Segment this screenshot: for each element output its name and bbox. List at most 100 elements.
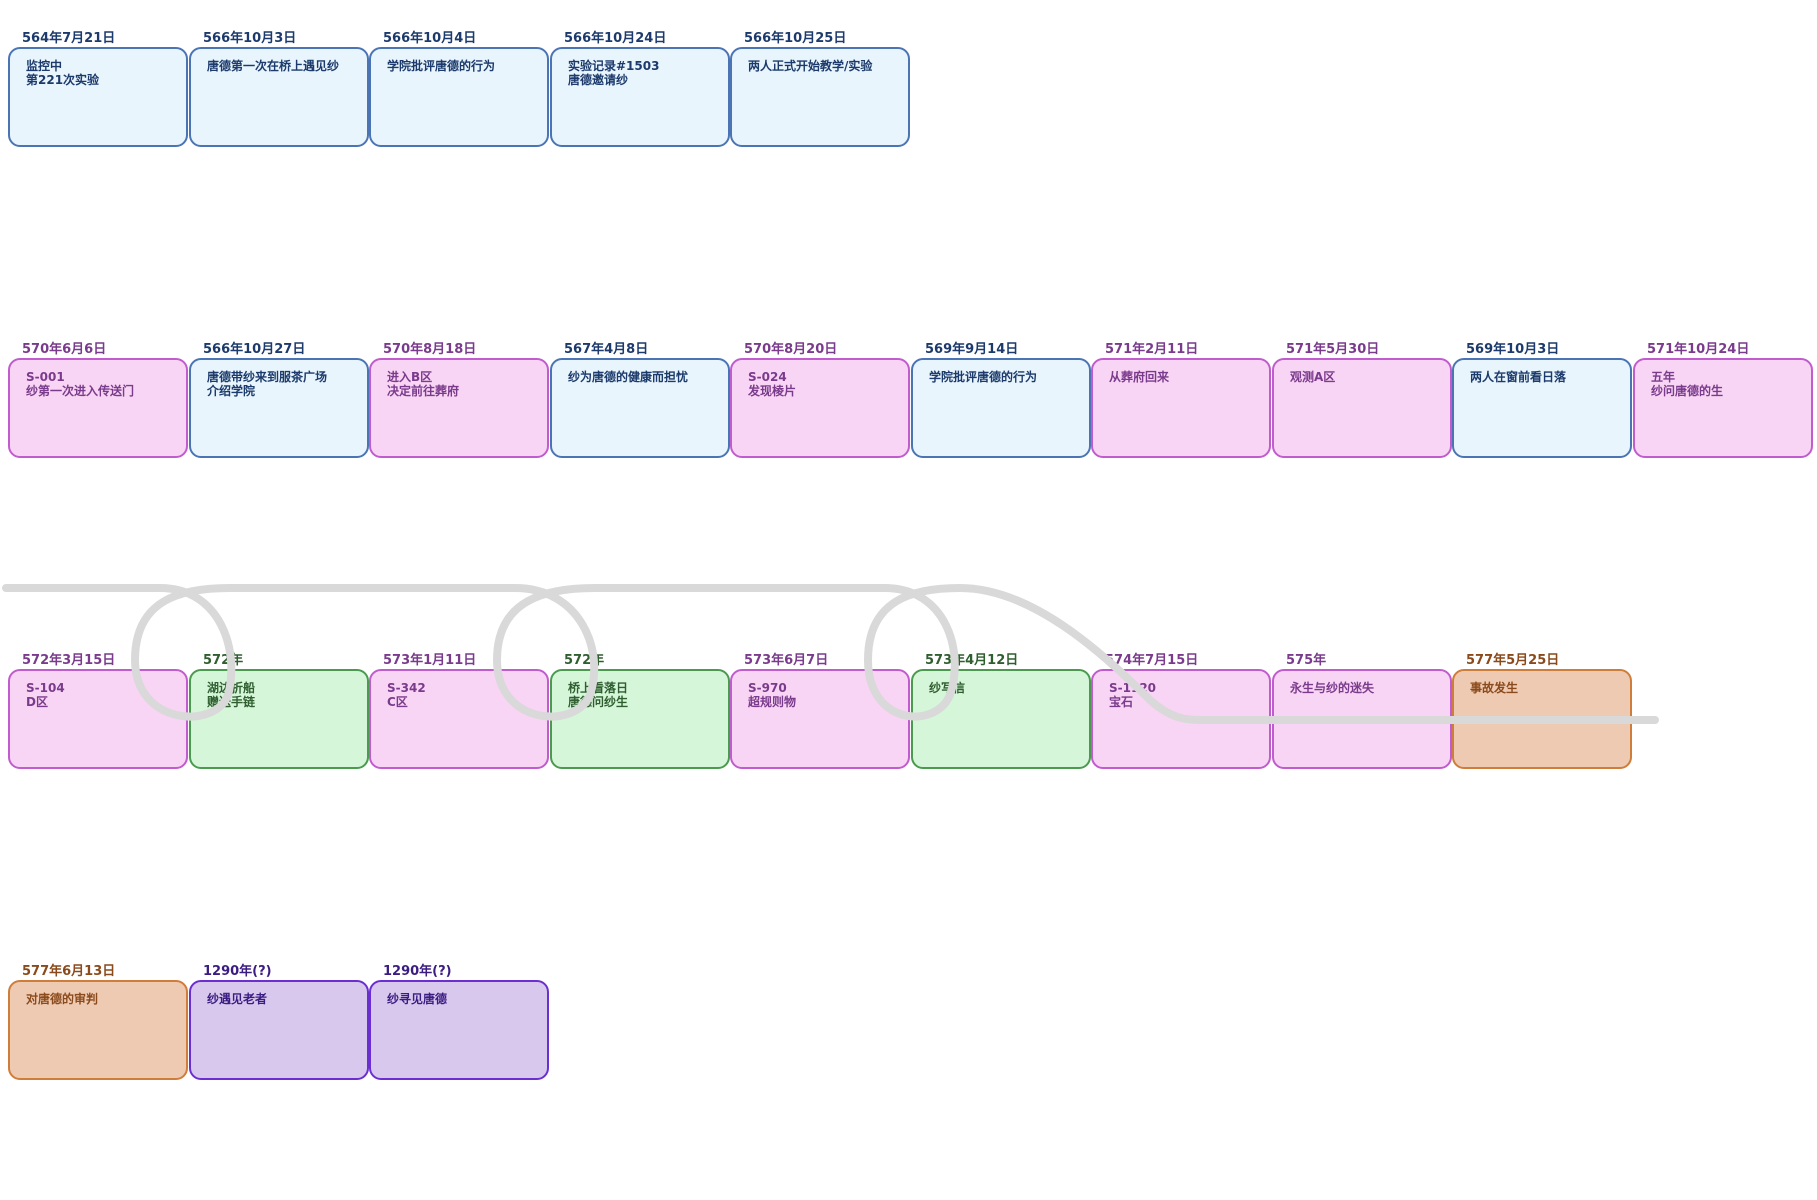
timeline-card[interactable]: 570年8月20日 S-024 发现棱片 [730, 342, 910, 458]
card-date: 571年5月30日 [1286, 342, 1380, 357]
card-text: 事故发生 [1470, 681, 1519, 695]
card-text: 进入B区 决定前往葬府 [387, 370, 460, 398]
card-date: 567年4月8日 [564, 342, 649, 357]
card-box[interactable]: 对唐德的审判 [8, 980, 188, 1080]
timeline-card[interactable]: 567年4月8日纱为唐德的健康而担忧 [550, 342, 730, 458]
card-text: 桥上看落日 唐德问纱生 [568, 681, 629, 709]
card-date: 566年10月25日 [744, 31, 847, 46]
timeline-card[interactable]: 566年10月3日唐德第一次在桥上遇见纱 [189, 31, 369, 147]
card-box[interactable]: 进入B区 决定前往葬府 [369, 358, 549, 458]
card-text: 学院批评唐德的行为 [387, 59, 496, 73]
card-box[interactable]: 纱遇见老者 [189, 980, 369, 1080]
card-date: 1290年(?) [383, 964, 452, 979]
card-text: 对唐德的审判 [26, 992, 99, 1006]
timeline-card[interactable]: 577年6月13日对唐德的审判 [8, 964, 188, 1080]
card-date: 571年10月24日 [1647, 342, 1750, 357]
card-box[interactable]: S-104 D区 [8, 669, 188, 769]
card-date: 571年2月11日 [1105, 342, 1199, 357]
card-date: 577年5月25日 [1466, 653, 1560, 668]
card-text: S-001 纱第一次进入传送门 [26, 370, 135, 398]
card-date: 573年6月7日 [744, 653, 829, 668]
card-box[interactable]: 两人正式开始教学/实验 [730, 47, 910, 147]
card-box[interactable]: 事故发生 [1452, 669, 1632, 769]
card-text: 两人在窗前看日落 [1470, 370, 1567, 384]
card-box[interactable]: S-342 C区 [369, 669, 549, 769]
timeline-card[interactable]: 566年10月27日唐德带纱来到服茶广场 介绍学院 [189, 342, 369, 458]
timeline-card[interactable]: 1290年(?) 纱寻见唐德 [369, 964, 549, 1080]
timeline-card[interactable]: 566年10月4日学院批评唐德的行为 [369, 31, 549, 147]
timeline-card[interactable]: 569年10月3日两人在窗前看日落 [1452, 342, 1632, 458]
timeline-card[interactable]: 575年永生与纱的迷失 [1272, 653, 1452, 769]
timeline-card[interactable]: 570年8月18日进入B区 决定前往葬府 [369, 342, 549, 458]
timeline-card[interactable]: 573年6月7日 S-970 超规则物 [730, 653, 910, 769]
card-box[interactable]: 纱为唐德的健康而担忧 [550, 358, 730, 458]
card-date: 570年6月6日 [22, 342, 107, 357]
card-date: 566年10月24日 [564, 31, 667, 46]
card-box[interactable]: 五年 纱问唐德的生 [1633, 358, 1813, 458]
card-text: 纱遇见老者 [207, 992, 268, 1006]
timeline-card[interactable]: 571年5月30日观测A区 [1272, 342, 1452, 458]
card-box[interactable]: 监控中 第221次实验 [8, 47, 188, 147]
card-box[interactable]: S-024 发现棱片 [730, 358, 910, 458]
timeline-card[interactable]: 566年10月25日两人正式开始教学/实验 [730, 31, 910, 147]
card-date: 572年 [203, 653, 244, 668]
card-box[interactable]: 实验记录#1503 唐德邀请纱 [550, 47, 730, 147]
card-box[interactable]: S-1120 宝石 [1091, 669, 1271, 769]
card-date: 572年 [564, 653, 605, 668]
timeline-card[interactable]: 1290年(?)纱遇见老者 [189, 964, 369, 1080]
card-text: S-970 超规则物 [748, 681, 797, 709]
card-box[interactable]: 纱寻见唐德 [369, 980, 549, 1080]
card-date: 570年8月20日 [744, 342, 838, 357]
timeline-card[interactable]: 577年5月25日事故发生 [1452, 653, 1632, 769]
card-box[interactable]: 纱写信 [911, 669, 1091, 769]
timeline-card[interactable]: 571年10月24日五年 纱问唐德的生 [1633, 342, 1813, 458]
timeline-card[interactable]: 564年7月21日监控中 第221次实验 [8, 31, 188, 147]
card-date: 569年9月14日 [925, 342, 1019, 357]
card-date: 566年10月27日 [203, 342, 306, 357]
card-box[interactable]: 唐德带纱来到服茶广场 介绍学院 [189, 358, 369, 458]
timeline-card[interactable]: 571年2月11日从葬府回来 [1091, 342, 1271, 458]
timeline-card[interactable]: 573年4月12日纱写信 [911, 653, 1091, 769]
card-date: 573年4月12日 [925, 653, 1019, 668]
card-box[interactable]: S-970 超规则物 [730, 669, 910, 769]
card-text: 纱寻见唐德 [387, 992, 448, 1006]
timeline-card[interactable]: 572年桥上看落日 唐德问纱生 [550, 653, 730, 769]
card-text: 两人正式开始教学/实验 [748, 59, 873, 73]
card-box[interactable]: 学院批评唐德的行为 [911, 358, 1091, 458]
card-box[interactable]: 观测A区 [1272, 358, 1452, 458]
card-box[interactable]: 学院批评唐德的行为 [369, 47, 549, 147]
card-text: S-342 C区 [387, 681, 426, 709]
timeline-card[interactable]: 566年10月24日实验记录#1503 唐德邀请纱 [550, 31, 730, 147]
timeline-card[interactable]: 572年湖边折船 赠送手链 [189, 653, 369, 769]
timeline-card[interactable]: 569年9月14日学院批评唐德的行为 [911, 342, 1091, 458]
card-text: 五年 纱问唐德的生 [1651, 370, 1724, 398]
card-text: S-104 D区 [26, 681, 65, 709]
card-box[interactable]: S-001 纱第一次进入传送门 [8, 358, 188, 458]
card-box[interactable]: 两人在窗前看日落 [1452, 358, 1632, 458]
card-box[interactable]: 桥上看落日 唐德问纱生 [550, 669, 730, 769]
card-text: 学院批评唐德的行为 [929, 370, 1038, 384]
card-box[interactable]: 唐德第一次在桥上遇见纱 [189, 47, 369, 147]
card-text: 唐德带纱来到服茶广场 介绍学院 [207, 370, 328, 398]
card-box[interactable]: 从葬府回来 [1091, 358, 1271, 458]
card-date: 564年7月21日 [22, 31, 116, 46]
card-text: S-024 发现棱片 [748, 370, 797, 398]
card-date: 575年 [1286, 653, 1327, 668]
card-date: 569年10月3日 [1466, 342, 1560, 357]
card-text: S-1120 宝石 [1109, 681, 1157, 709]
card-date: 570年8月18日 [383, 342, 477, 357]
card-text: 永生与纱的迷失 [1290, 681, 1375, 695]
card-text: 实验记录#1503 唐德邀请纱 [568, 59, 660, 87]
timeline-card[interactable]: 570年6月6日 S-001 纱第一次进入传送门 [8, 342, 188, 458]
card-date: 566年10月4日 [383, 31, 477, 46]
card-text: 从葬府回来 [1109, 370, 1170, 384]
card-text: 唐德第一次在桥上遇见纱 [207, 59, 340, 73]
card-box[interactable]: 永生与纱的迷失 [1272, 669, 1452, 769]
card-box[interactable]: 湖边折船 赠送手链 [189, 669, 369, 769]
card-text: 纱写信 [929, 681, 966, 695]
card-text: 纱为唐德的健康而担忧 [568, 370, 689, 384]
